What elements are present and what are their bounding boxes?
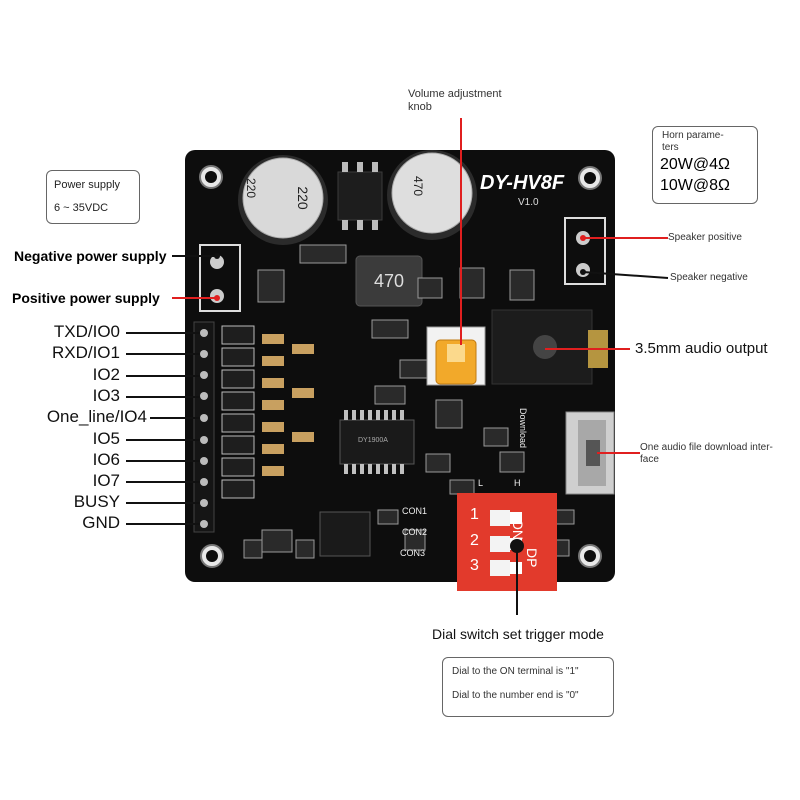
board-model: DY-HV8F xyxy=(480,172,565,194)
resistor-array xyxy=(221,325,314,499)
power-terminal xyxy=(199,244,241,312)
decoder-chip-text: DY1900A xyxy=(358,437,388,444)
volume-potentiometer xyxy=(426,326,486,386)
silk-l: L xyxy=(478,478,484,488)
dip-num-1: 1 xyxy=(470,506,479,523)
pin-label-io5: IO5 xyxy=(92,429,120,448)
power-supply-title: Power supply xyxy=(54,179,121,191)
dial-switch-label: Dial switch set trigger mode xyxy=(432,626,604,642)
horn-params-line1: 20W@4Ω xyxy=(660,156,730,173)
con1-label: CON1 xyxy=(402,506,428,516)
download-silk: Download xyxy=(518,408,528,449)
audio-output-label: 3.5mm audio output xyxy=(635,340,768,357)
dial-rules-box xyxy=(442,657,614,717)
dial-on-rule: Dial to the ON terminal is "1" xyxy=(452,666,579,677)
pin-label-gnd: GND xyxy=(82,513,120,532)
decoder-chip xyxy=(339,419,415,465)
dip-switch xyxy=(457,493,557,591)
pin-label-one-line-io4: One_line/IO4 xyxy=(46,407,147,426)
board-version: V1.0 xyxy=(518,197,539,208)
speaker-positive-label: Speaker positive xyxy=(668,232,742,243)
dip-num-3: 3 xyxy=(470,557,479,574)
cap1-line1: 220 xyxy=(244,178,258,199)
cap1-text: 220 xyxy=(295,186,311,210)
dip-num-2: 2 xyxy=(470,532,479,549)
download-interface-label: One audio file download inter- face xyxy=(640,442,773,465)
silk-h: H xyxy=(514,478,521,488)
capacitor-220uf: 220 xyxy=(238,155,328,245)
pin-label-rxd-io1: RXD/IO1 xyxy=(51,343,120,362)
horn-params-line2: 10W@8Ω xyxy=(660,177,730,194)
regulator-ic xyxy=(337,171,383,221)
pin-label-io7: IO7 xyxy=(92,471,120,490)
pin-label-txd-io0: TXD/IO0 xyxy=(53,322,120,341)
power-supply-range: 6 ~ 35VDC xyxy=(54,202,109,214)
pin-label-io2: IO2 xyxy=(92,365,120,384)
volume-knob-callout: Volume adjustment knob xyxy=(408,88,502,113)
dip-on-label: ON xyxy=(510,519,526,540)
leader-lines xyxy=(172,118,668,454)
horn-params-box xyxy=(652,126,758,204)
negative-power-label: Negative power supply xyxy=(14,248,167,264)
pin-label-busy: BUSY xyxy=(73,492,120,511)
dial-number-rule: Dial to the number end is "0" xyxy=(452,690,579,701)
pin-header xyxy=(193,321,215,533)
flash-chip xyxy=(319,511,371,557)
speaker-negative-label: Speaker negative xyxy=(670,272,748,283)
horn-params-title: Horn parame- ters xyxy=(662,130,724,153)
cap2-line1: 470 xyxy=(411,176,425,197)
capacitor-470uf xyxy=(387,150,477,240)
pin-label-io6: IO6 xyxy=(92,450,120,469)
inductor-label: 470 xyxy=(374,271,404,291)
audio-jack xyxy=(491,309,608,385)
dip-dp-label: DP xyxy=(524,548,540,568)
positive-power-label: Positive power supply xyxy=(12,290,160,306)
dark-leader-lines xyxy=(126,255,669,615)
con2-label: CON2 xyxy=(402,527,428,537)
power-supply-box xyxy=(46,170,140,224)
pin-label-io3: IO3 xyxy=(92,386,120,405)
mounting-holes xyxy=(199,165,602,568)
con3-label: CON3 xyxy=(400,548,426,558)
